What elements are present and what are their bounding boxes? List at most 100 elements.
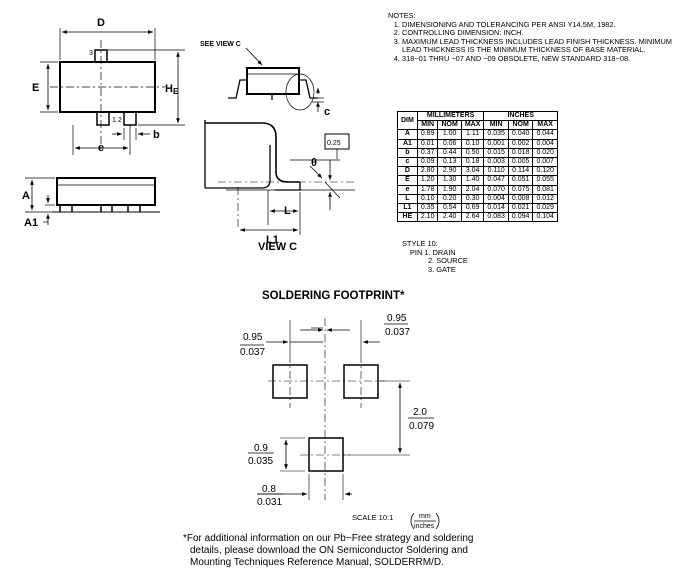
col-header: MIN xyxy=(416,120,439,131)
table-cell: 0.044 xyxy=(532,129,558,140)
table-group-header: DIM MILLIMETERS INCHES xyxy=(397,110,558,131)
table-dim-cell: e xyxy=(397,184,418,195)
label-a: A xyxy=(22,190,30,202)
style-title: STYLE 10: xyxy=(402,239,438,248)
end-view xyxy=(228,47,324,112)
footprint-dim-left-mm: 0.95 xyxy=(243,332,263,343)
footnote: *For additional information on our Pb−Fr… xyxy=(183,533,503,569)
table-cell: 0.01 xyxy=(416,138,439,149)
table-dim-cell: L xyxy=(397,193,418,205)
table-cell: 1.20 xyxy=(416,175,439,186)
note-item: 318−01 THRU −07 AND −09 OBSOLETE, NEW ST… xyxy=(402,54,688,64)
col-header: NOM xyxy=(507,120,534,131)
table-cell: 0.114 xyxy=(507,166,534,177)
table-cell: 0.18 xyxy=(460,157,485,168)
table-cell: 0.029 xyxy=(532,203,558,214)
table-cell: 2.64 xyxy=(460,212,485,223)
footprint-dim-right-mm: 0.95 xyxy=(387,313,407,324)
label-c: c xyxy=(324,106,330,118)
dimensions-table: DIM MILLIMETERS INCHES MIN NOM MAX MIN N… xyxy=(397,110,558,223)
table-cell: 0.13 xyxy=(437,157,462,168)
table-cell: 0.015 xyxy=(483,147,509,159)
notes-block: NOTES: DIMENSIONING AND TOLERANCING PER … xyxy=(388,11,688,64)
footnote-line-3: Mounting Techniques Reference Manual, SO… xyxy=(190,557,444,568)
label-e-pitch: e xyxy=(98,142,104,154)
table-cell: 2.04 xyxy=(460,184,485,195)
notes-title: NOTES: xyxy=(388,11,416,20)
table-dim-cell: A xyxy=(397,129,418,140)
label-pin-1: 1 xyxy=(112,117,116,124)
table-cell: 1.90 xyxy=(437,184,462,195)
footnote-line-2: details, please download the ON Semicond… xyxy=(190,545,468,556)
lead-pin-1 xyxy=(96,111,110,126)
label-l: L xyxy=(284,205,291,217)
label-theta: θ xyxy=(311,157,317,169)
footprint-dim-pad-w-in: 0.031 xyxy=(257,497,282,508)
table-cell: 0.070 xyxy=(483,184,509,195)
style-block: STYLE 10: PIN 1. DRAIN 2. SOURCE 3. GATE xyxy=(402,239,468,274)
side-view xyxy=(25,177,160,225)
footnote-line-1: *For additional information on our Pb−Fr… xyxy=(183,533,474,544)
table-cell: 0.35 xyxy=(416,203,439,214)
label-b: b xyxy=(153,129,160,141)
table-cell: 0.002 xyxy=(507,138,534,149)
table-cell: 0.003 xyxy=(483,157,509,168)
view-c-detail xyxy=(204,120,355,235)
footprint-title: SOLDERING FOOTPRINT* xyxy=(262,290,405,302)
table-cell: 0.10 xyxy=(460,138,485,149)
lead-pin-2 xyxy=(123,111,137,126)
note-item: DIMENSIONING AND TOLERANCING PER ANSI Y1… xyxy=(402,20,688,30)
col-header: NOM xyxy=(437,120,462,131)
label-view-c: VIEW C xyxy=(258,241,297,253)
table-cell: 0.012 xyxy=(532,193,558,205)
footprint-pad-bottom xyxy=(308,437,344,472)
col-header: MAX xyxy=(532,120,558,131)
style-pin-3: 3. GATE xyxy=(428,264,456,274)
table-dim-cell: b xyxy=(397,147,418,159)
scale-units: mm inches xyxy=(410,512,440,530)
col-header: MAX xyxy=(460,120,485,131)
table-col-header: MIN NOM MAX MIN NOM MAX xyxy=(398,120,558,131)
table-cell: 0.50 xyxy=(460,147,485,159)
table-cell: 0.37 xyxy=(416,147,439,159)
table-cell: 2.80 xyxy=(416,166,439,177)
footprint-dim-pad-h-in: 0.035 xyxy=(248,456,273,467)
table-cell: 0.051 xyxy=(507,175,534,186)
label-d: D xyxy=(97,17,105,29)
table-cell: 0.075 xyxy=(507,184,534,195)
scale-label: SCALE 10:1 xyxy=(352,513,394,522)
table-cell: 0.005 xyxy=(507,157,534,168)
table-cell: 0.081 xyxy=(532,184,558,195)
footprint-dim-right-in: 0.037 xyxy=(385,327,410,338)
notes-list: DIMENSIONING AND TOLERANCING PER ANSI Y1… xyxy=(388,20,688,64)
table-cell: 0.110 xyxy=(483,166,509,177)
table-cell: 0.09 xyxy=(416,157,439,168)
table-cell: 0.001 xyxy=(483,138,509,149)
table-cell: 0.007 xyxy=(532,157,558,168)
label-pin-2: 2 xyxy=(118,117,122,124)
style-pin-1: PIN 1. DRAIN xyxy=(410,247,456,257)
table-cell: 0.008 xyxy=(507,193,534,205)
footprint-dim-left-in: 0.037 xyxy=(240,347,265,358)
table-cell: 0.083 xyxy=(483,212,509,223)
table-cell: 0.120 xyxy=(532,166,558,177)
table-cell: 0.69 xyxy=(460,203,485,214)
table-cell: 0.06 xyxy=(437,138,462,149)
label-gauge: 0.25 xyxy=(327,140,341,147)
footprint-dim-height-mm: 2.0 xyxy=(413,407,427,418)
table-cell: 0.094 xyxy=(507,212,534,223)
footprint-dim-height-in: 0.079 xyxy=(409,421,434,432)
table-cell: 2.40 xyxy=(437,212,462,223)
scale-units-mm: mm xyxy=(419,513,431,520)
table-dim-cell: L1 xyxy=(397,203,418,214)
note-item: CONTROLLING DIMENSION: INCH. xyxy=(402,29,688,38)
